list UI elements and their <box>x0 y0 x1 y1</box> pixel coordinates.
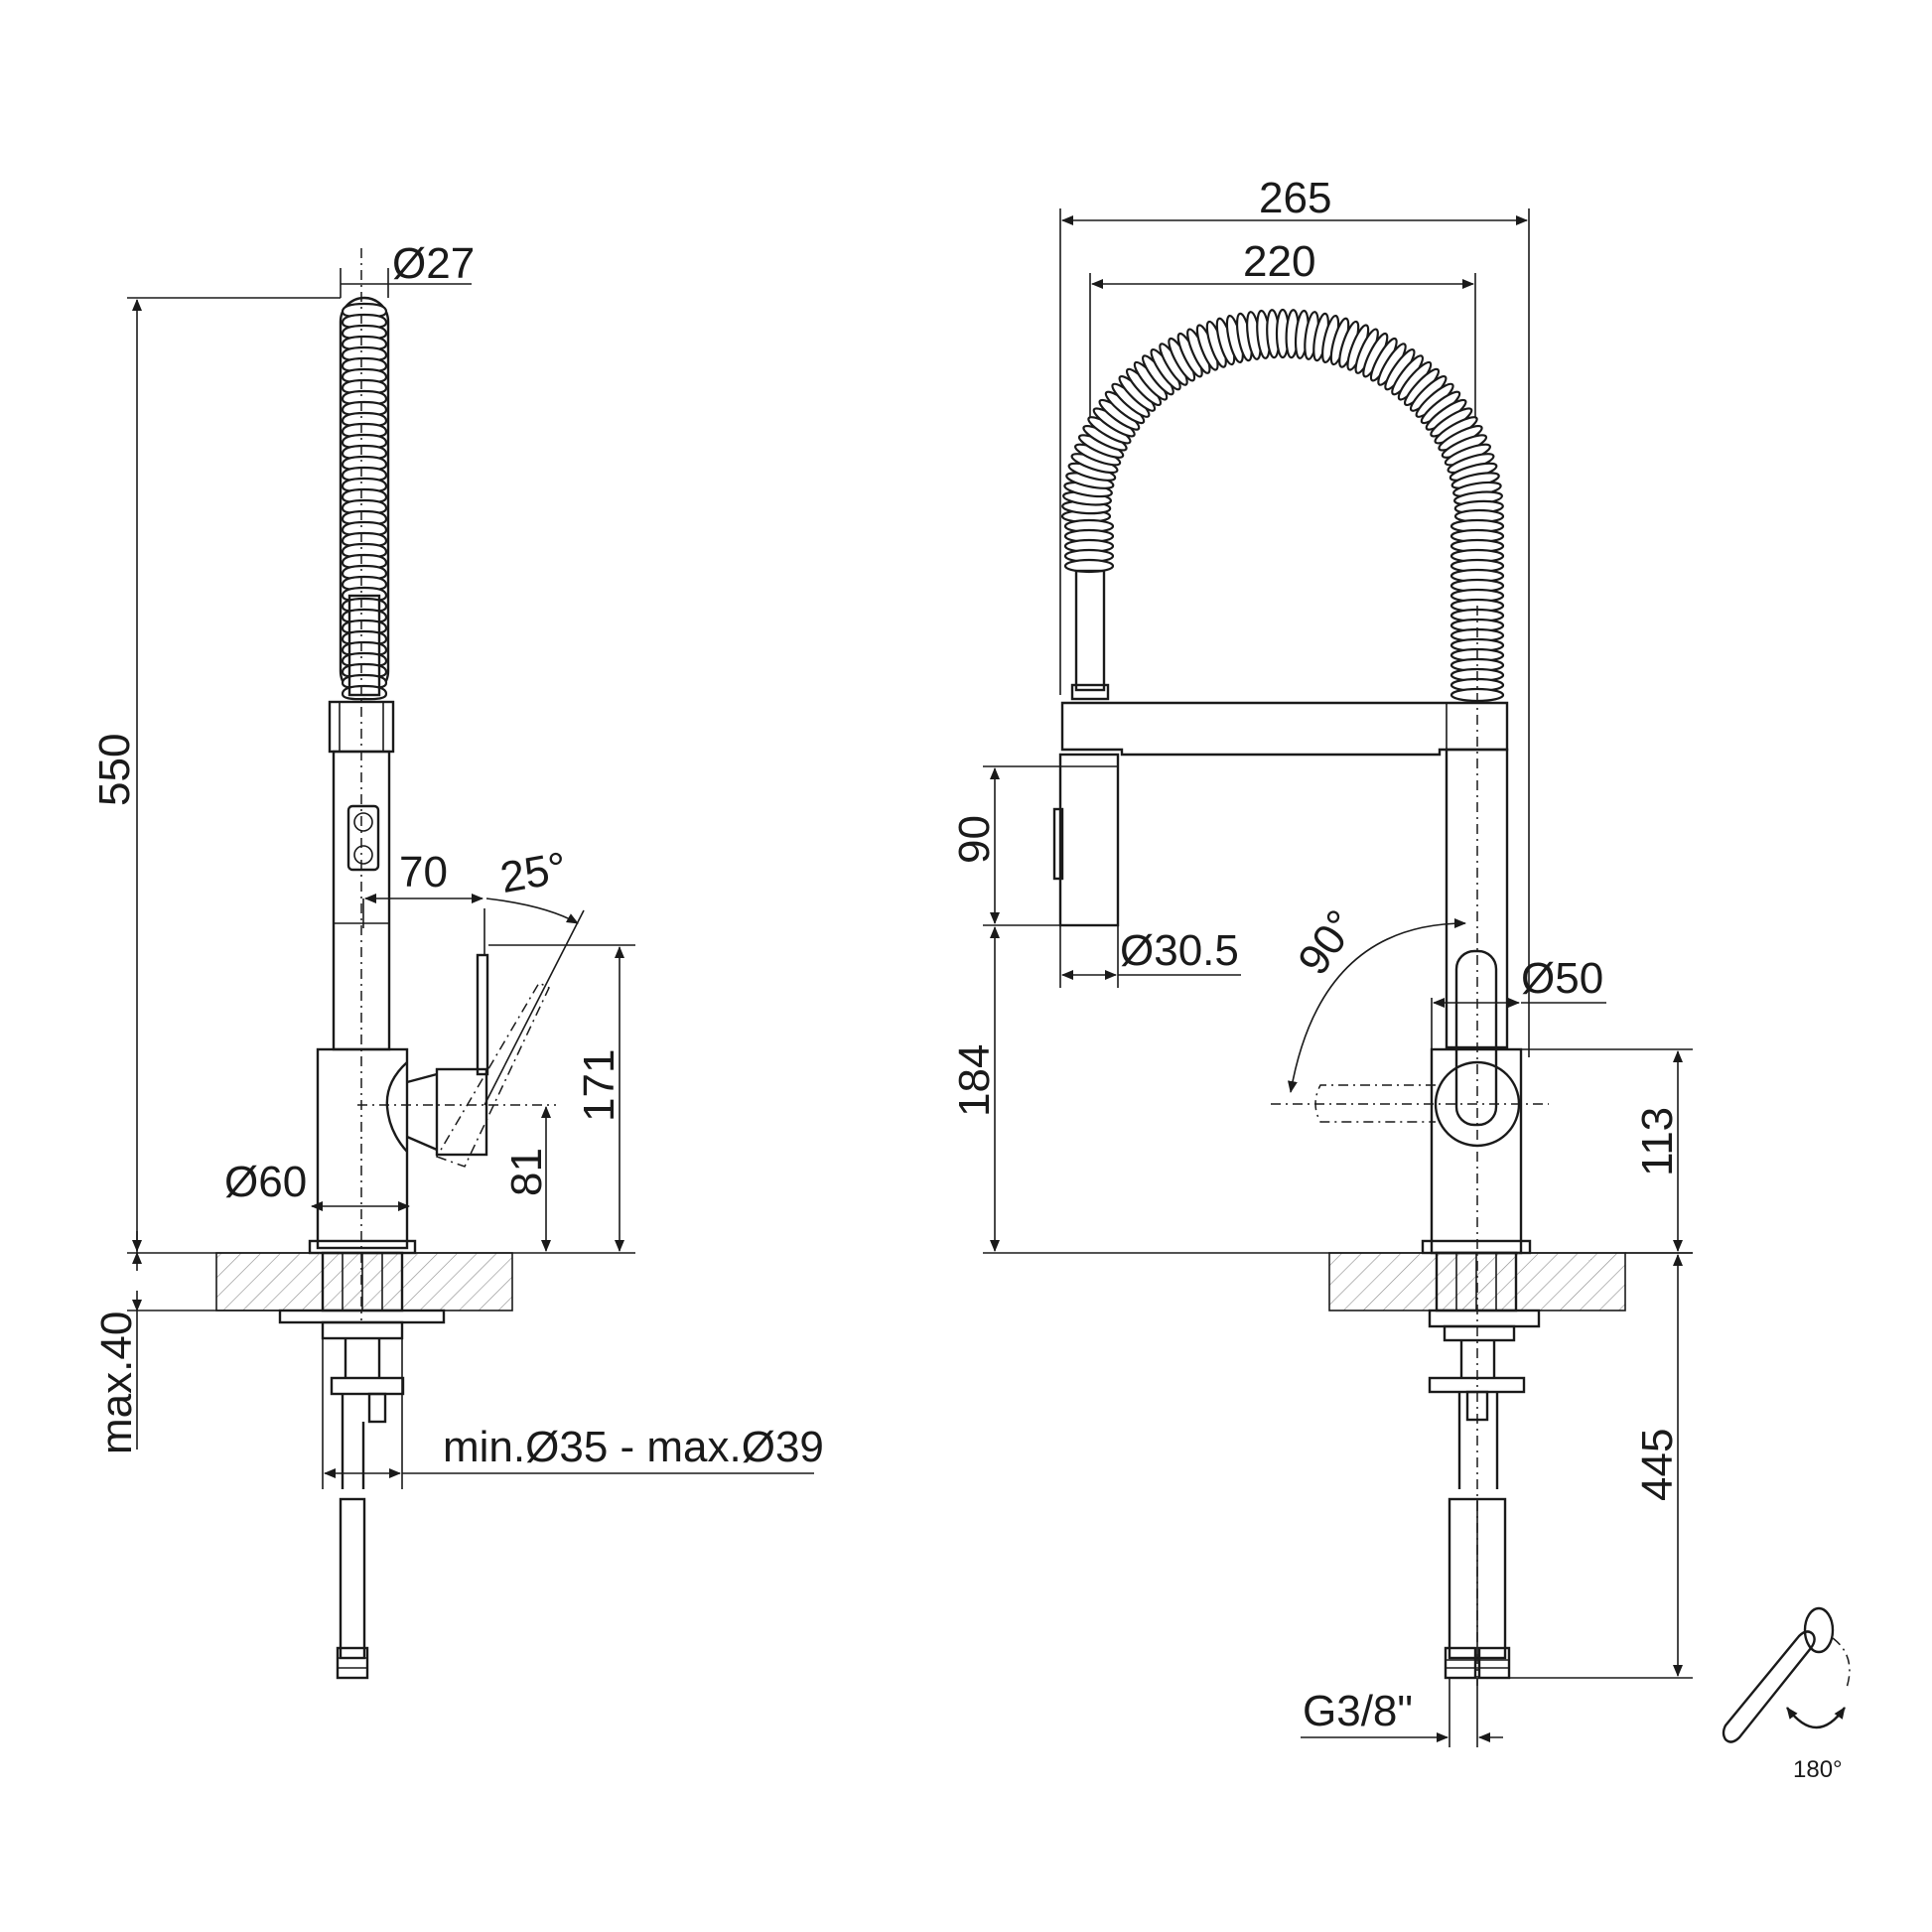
rotation-label: 180° <box>1793 1756 1843 1783</box>
spray-head-tube <box>1074 569 1106 692</box>
dim-body-diameter-front: Ø50 <box>1521 954 1603 1003</box>
dim-hose-diameter-side: Ø27 <box>392 239 475 288</box>
dim-deck-thickness: max.40 <box>92 1311 141 1454</box>
dim-body-diameter-side: Ø60 <box>224 1158 307 1206</box>
dim-spout-height: 184 <box>950 1044 999 1117</box>
dim-lever-angle: 25° <box>496 843 570 902</box>
mixer-body-side <box>316 1047 409 1250</box>
side-view: Ø27 550 70 25° 171 81 Ø60 max.40 <box>90 239 824 1680</box>
lever-front <box>1454 949 1498 1127</box>
dim-spray-head-length: 90 <box>950 815 999 864</box>
rotation-180-icon: 180° <box>1722 1606 1851 1783</box>
spray-buttons-side <box>346 804 380 872</box>
dim-hole-diameter: min.Ø35 - max.Ø39 <box>443 1423 824 1471</box>
countertop-section-front <box>1328 1252 1626 1311</box>
dim-spray-head-diameter: Ø30.5 <box>1120 926 1239 975</box>
lever-side <box>476 953 489 1076</box>
mixer-body-front <box>1430 1047 1523 1255</box>
hose-tail-side <box>339 1497 366 1660</box>
dim-lever-axis-height-front: 113 <box>1633 1107 1682 1176</box>
dim-coil-width: 220 <box>1243 237 1315 286</box>
fixing-plate-front <box>1428 1309 1541 1328</box>
dim-hose-length: 445 <box>1633 1429 1682 1501</box>
dim-total-height: 550 <box>90 734 139 806</box>
front-view: 265 220 90 Ø30.5 90° Ø50 184 113 <box>950 174 1693 1747</box>
countertop-section-side <box>215 1252 513 1311</box>
dim-lever-height: 171 <box>575 1049 623 1122</box>
lever-hub-side <box>385 1061 408 1153</box>
coil-spring-side <box>339 296 390 701</box>
coil-spring-front <box>1060 308 1505 703</box>
base-flange-front <box>1421 1239 1532 1255</box>
dim-total-width: 265 <box>1259 174 1331 222</box>
spray-head-front <box>1058 753 1120 927</box>
lever-cartridge-side <box>435 1067 488 1157</box>
spout-bridge <box>1060 701 1509 757</box>
dim-lever-axis-height-side: 81 <box>502 1148 551 1196</box>
dim-lever-rotation: 90° <box>1289 901 1366 984</box>
dim-connection-thread: G3/8" <box>1303 1687 1413 1735</box>
dim-lever-offset: 70 <box>399 848 448 897</box>
